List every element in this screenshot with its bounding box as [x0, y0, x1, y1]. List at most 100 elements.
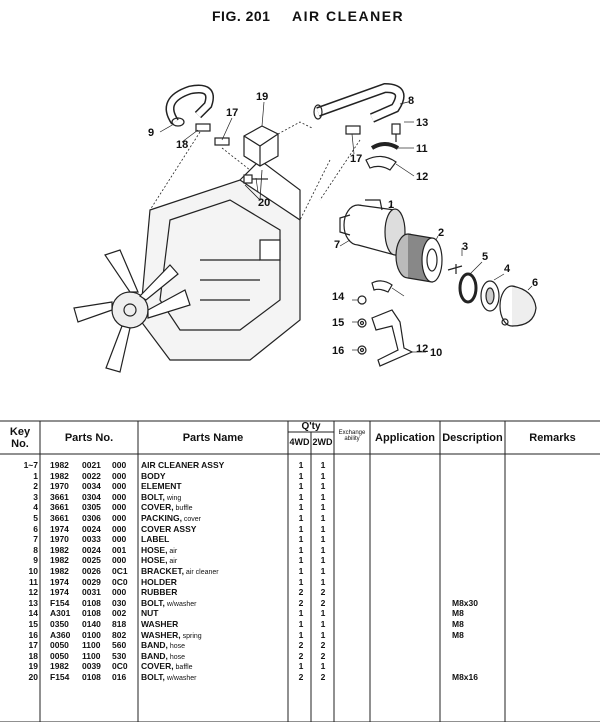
parts-no-3: 0C0	[112, 661, 128, 672]
qty-2wd: 2	[320, 597, 326, 608]
parts-name-suffix: cover	[181, 516, 201, 523]
parts-no-2: 0024	[82, 523, 101, 534]
qty-2wd: 1	[320, 608, 326, 619]
qty-4wd: 1	[298, 534, 304, 545]
key-no: 11	[29, 576, 38, 587]
parts-no-1: 3661	[50, 491, 69, 502]
qty-4wd: 1	[298, 576, 304, 587]
description: M8x16	[452, 672, 478, 682]
figure-name: AIR CLEANER	[292, 8, 405, 24]
parts-name: BOLT, w/washer	[141, 598, 196, 611]
key-no: 6	[33, 523, 38, 534]
parts-name: COVER, baffle	[141, 661, 193, 674]
header-parts-name: Parts Name	[182, 432, 244, 444]
qty-4wd: 2	[298, 587, 304, 598]
key-no: 1~7	[23, 460, 38, 470]
parts-name: WASHER, spring	[141, 630, 202, 643]
parts-name-main: RUBBER	[141, 587, 178, 598]
parts-name: ELEMENT	[141, 481, 182, 492]
header-qty: Q'ty	[301, 421, 321, 432]
parts-no-3: 000	[112, 460, 127, 470]
qty-4wd: 1	[298, 491, 304, 502]
description: M8	[452, 608, 464, 619]
qty-2wd: 1	[320, 555, 326, 566]
parts-no-1: 1974	[50, 523, 69, 534]
parts-no-3: 0C0	[112, 576, 128, 587]
parts-no-3: 0C1	[112, 566, 128, 576]
parts-no-3: 002	[112, 608, 127, 619]
parts-no-2: 0108	[82, 608, 101, 619]
parts-no-2: 0034	[82, 481, 101, 492]
header-exchange-label: Exchange	[338, 430, 366, 436]
parts-name-main: WASHER,	[141, 629, 181, 640]
qty-4wd: 1	[298, 481, 304, 492]
parts-table: Key No. Parts No. Parts Name Q'ty 4WD 2W…	[0, 416, 600, 722]
parts-name-suffix: hose	[167, 643, 186, 651]
parts-no-2: 1100	[82, 640, 101, 651]
qty-2wd: 1	[320, 629, 326, 640]
parts-no-2: 0025	[82, 555, 101, 566]
parts-no-3: 016	[112, 672, 127, 682]
mount-bracket	[371, 309, 414, 367]
parts-name-main: COVER,	[141, 661, 174, 672]
callout-17: 17	[350, 153, 362, 165]
parts-name-main: COVER ASSY	[141, 523, 197, 534]
parts-no-2: 0029	[82, 576, 101, 587]
parts-no-2: 0140	[82, 619, 101, 629]
qty-2wd: 2	[320, 672, 326, 682]
cooling-fan	[73, 249, 191, 373]
qty-4wd: 1	[298, 608, 304, 619]
header-4wd: 4WD	[289, 437, 310, 447]
parts-name: AIR CLEANER ASSY	[141, 460, 224, 471]
parts-no-1: 1982	[50, 470, 69, 481]
key-no: 18	[28, 650, 38, 661]
qty-2wd: 1	[320, 576, 326, 587]
qty-4wd: 1	[298, 544, 304, 555]
parts-name-main: BOLT,	[141, 491, 165, 502]
parts-no-3: 802	[112, 629, 127, 640]
qty-2wd: 1	[320, 619, 326, 629]
callout-8: 8	[408, 95, 414, 107]
parts-name-main: BOLT,	[141, 672, 165, 682]
parts-no-1: 1982	[50, 460, 69, 470]
parts-no-1: 1982	[50, 555, 69, 566]
parts-name: BAND, hose	[141, 651, 185, 664]
callout-16: 16	[332, 345, 344, 357]
parts-name-main: NUT	[141, 608, 159, 619]
parts-name-main: LABEL	[141, 534, 170, 545]
figure-title: FIG. 201 AIR CLEANER	[0, 4, 600, 24]
qty-4wd: 2	[298, 672, 304, 682]
callout-2: 2	[438, 227, 444, 239]
parts-no-2: 0033	[82, 534, 101, 545]
parts-no-3: 000	[112, 523, 127, 534]
parts-no-1: 1974	[50, 587, 69, 598]
qty-2wd: 1	[320, 502, 326, 513]
parts-no-3: 818	[112, 619, 127, 629]
parts-no-2: 0108	[82, 597, 101, 608]
qty-2wd: 2	[320, 587, 326, 598]
parts-name-main: BAND,	[141, 640, 168, 651]
parts-no-1: 0050	[50, 650, 69, 661]
header-2wd: 2WD	[312, 437, 333, 447]
key-no: 15	[28, 619, 38, 629]
callout-11: 11	[416, 143, 428, 155]
callout-15: 15	[332, 317, 344, 329]
qty-4wd: 1	[298, 629, 304, 640]
parts-no-1: 1982	[50, 661, 69, 672]
packing-ring	[458, 272, 478, 304]
parts-no-1: 1982	[50, 566, 69, 576]
parts-name-suffix: air	[167, 558, 178, 566]
callout-6: 6	[532, 277, 538, 289]
header-key-label: Key	[9, 426, 31, 438]
key-no: 14	[28, 608, 38, 619]
key-no: 7	[33, 534, 38, 545]
parts-no-1: 1970	[50, 481, 69, 492]
key-no: 20	[28, 672, 38, 682]
qty-2wd: 1	[320, 513, 326, 523]
